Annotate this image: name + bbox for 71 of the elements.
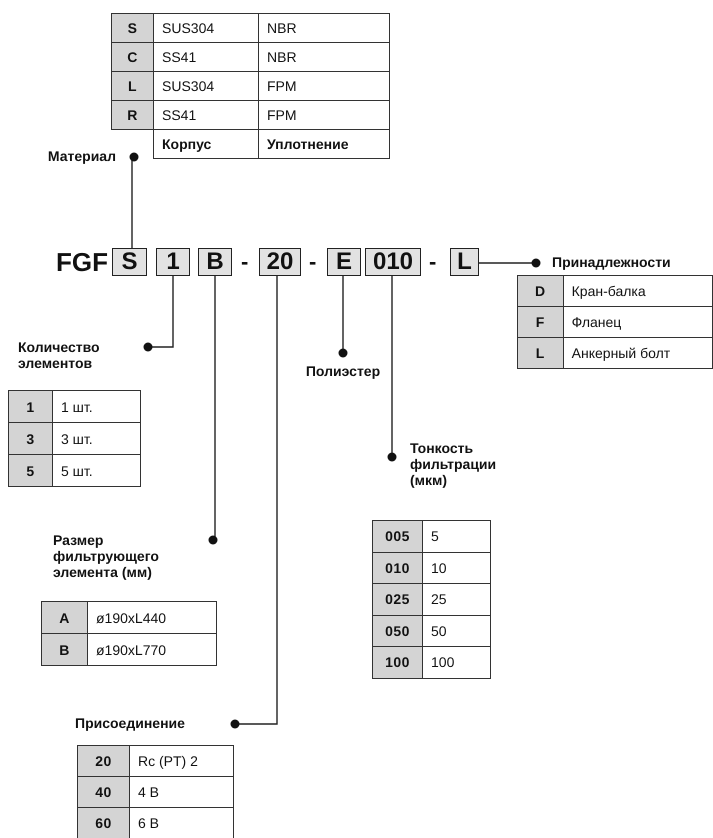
- value-cell: SUS304: [154, 72, 258, 100]
- code-letter-box: L: [450, 248, 479, 276]
- option-heading: Присоединение: [75, 715, 235, 733]
- value-cell: Фланец: [563, 306, 712, 338]
- value-cell: 25: [422, 584, 490, 615]
- code-cell: 3: [8, 422, 52, 454]
- code-cell: 60: [78, 808, 130, 838]
- code-cell: 5: [8, 454, 52, 486]
- value-cell: ø190xL770: [88, 634, 216, 666]
- value-cell: SUS304: [154, 14, 258, 42]
- code-cell: F: [518, 306, 564, 338]
- separator-dash: -: [241, 251, 248, 273]
- code-cell: 050: [372, 615, 422, 646]
- option-heading: Принадлежности: [536, 254, 713, 272]
- value-cell: 10: [422, 552, 490, 584]
- value-cell: NBR: [258, 42, 390, 72]
- value-cell: 6 B: [130, 808, 234, 838]
- code-cell: 40: [78, 776, 130, 808]
- value-cell: 4 B: [130, 776, 234, 808]
- leader-line: [338, 276, 348, 358]
- value-cell: 3 шт.: [52, 422, 140, 454]
- code-letter-box: 010: [365, 248, 421, 276]
- code-cell: R: [112, 100, 154, 130]
- leader-line: [130, 152, 138, 248]
- value-cell: 5: [422, 520, 490, 552]
- code-letter-box: B: [198, 248, 232, 276]
- option-heading: Размер фильтрующего элемента (мм): [53, 532, 213, 582]
- value-cell: SS41: [154, 42, 258, 72]
- value-cell: NBR: [258, 14, 390, 42]
- value-cell: SS41: [154, 100, 258, 130]
- option-heading: Количество элементов: [18, 339, 148, 373]
- value-cell: 5 шт.: [52, 454, 140, 486]
- code-letter-box: 20: [259, 248, 301, 276]
- code-cell: 005: [372, 520, 422, 552]
- value-cell: Кран-балка: [563, 276, 712, 306]
- code-cell: 1: [8, 390, 52, 422]
- leader-line: [479, 258, 540, 268]
- leader-line: [230, 276, 278, 728]
- code-cell: 010: [372, 552, 422, 584]
- leader-line: [208, 276, 218, 544]
- code-cell: 20: [78, 746, 130, 776]
- value-cell: FPM: [258, 72, 390, 100]
- leader-line: [144, 276, 174, 352]
- separator-dash: -: [309, 251, 316, 273]
- option-heading: Тонкость фильтрации (мкм): [392, 440, 527, 490]
- option-heading: Материал: [10, 148, 134, 166]
- code-cell: L: [518, 338, 564, 368]
- code-cell: 100: [372, 646, 422, 678]
- column-header: Уплотнение: [258, 130, 390, 158]
- value-cell: Анкерный болт: [563, 338, 712, 368]
- code-letter-box: E: [327, 248, 361, 276]
- leader-line: [388, 276, 396, 462]
- value-cell: ø190xL440: [88, 602, 216, 634]
- value-cell: FPM: [258, 100, 390, 130]
- separator-dash: -: [429, 251, 436, 273]
- value-cell: 100: [422, 646, 490, 678]
- code-cell: C: [112, 42, 154, 72]
- code-cell: S: [112, 14, 154, 42]
- column-header: Корпус: [154, 130, 258, 158]
- value-cell: Rc (PT) 2: [130, 746, 234, 776]
- option-heading: Полиэстер: [285, 353, 401, 381]
- code-cell: D: [518, 276, 564, 306]
- code-cell: B: [42, 634, 88, 666]
- code-cell: 025: [372, 584, 422, 615]
- code-letter-box: S: [112, 248, 147, 276]
- code-cell: A: [42, 602, 88, 634]
- value-cell: 1 шт.: [52, 390, 140, 422]
- value-cell: 50: [422, 615, 490, 646]
- code-letter-box: 1: [156, 248, 190, 276]
- code-cell: L: [112, 72, 154, 100]
- model-prefix: FGF: [56, 249, 108, 275]
